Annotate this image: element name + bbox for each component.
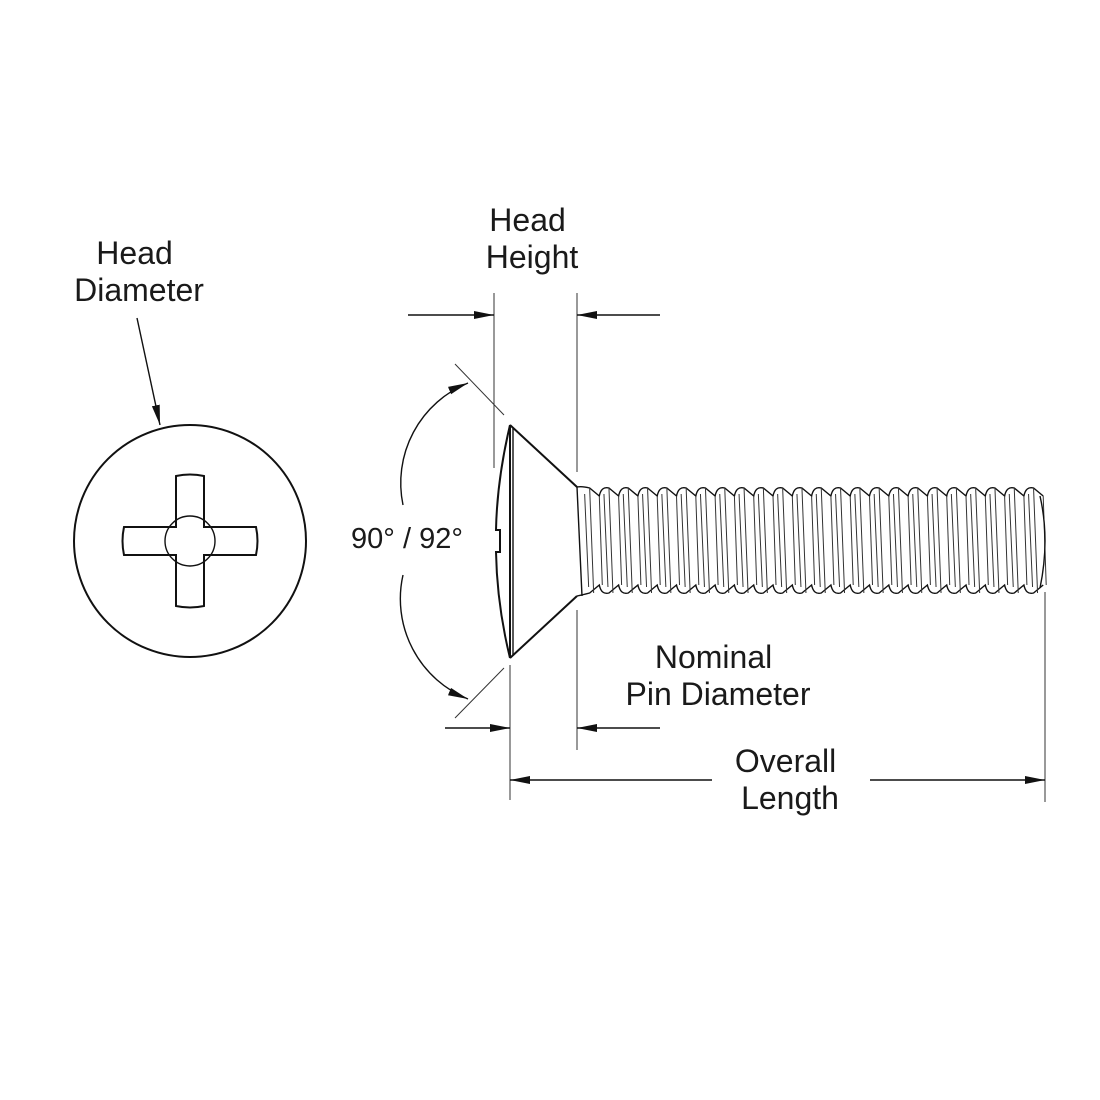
head-cone-top bbox=[509, 424, 578, 488]
thread-crest-top bbox=[576, 485, 1044, 498]
overall-length-dimension bbox=[510, 592, 1046, 802]
thread-crest-bottom bbox=[576, 583, 1044, 597]
head-height-dimension bbox=[408, 293, 660, 472]
screw-side-view bbox=[494, 424, 1047, 659]
angle-dimension bbox=[399, 363, 505, 719]
head-outline bbox=[73, 424, 307, 658]
head-diameter-label: Head Diameter bbox=[74, 235, 204, 308]
angle-label: 90° / 92° bbox=[351, 523, 463, 555]
head-height-label: Head Height bbox=[486, 202, 579, 275]
phillips-cross-icon bbox=[121, 473, 259, 609]
overall-length-label: Overall Length bbox=[735, 743, 845, 816]
head-diameter-leader bbox=[136, 317, 161, 426]
thread-body bbox=[576, 485, 1047, 597]
head-top-view bbox=[73, 317, 307, 658]
cross-center-recess bbox=[164, 515, 216, 567]
nominal-pin-diameter-label: Nominal Pin Diameter bbox=[626, 639, 811, 712]
head-cone-bottom bbox=[509, 595, 578, 659]
thread-ends bbox=[576, 486, 1046, 597]
thread-flanks bbox=[584, 487, 1047, 594]
head-dome bbox=[494, 424, 511, 659]
